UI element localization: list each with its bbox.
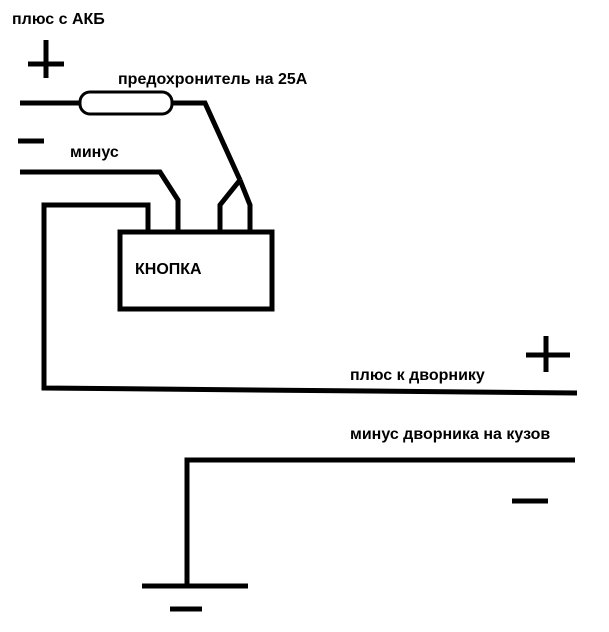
button-box: [117, 229, 275, 312]
fuse-to-button-terminal-a: [217, 178, 242, 230]
wiper-plus-wire: [41, 202, 578, 396]
fuse-to-button-terminal-b: [237, 179, 253, 230]
wiper-minus-label: минус дворника на кузов: [350, 426, 551, 443]
button-label: КНОПКА: [135, 261, 202, 278]
fuse-output-wire: [172, 100, 243, 182]
minus-label: минус: [70, 144, 119, 161]
fuse-label: предохронитель на 25А: [118, 71, 308, 88]
wiper-plus-label: плюс к дворнику: [350, 367, 485, 384]
battery-plus-label: плюс с АКБ: [12, 11, 105, 28]
wiper-minus-wire: [184, 457, 575, 585]
minus-wire: [20, 169, 181, 230]
wiper-plus-sign: [526, 336, 570, 372]
battery-plus-sign: [28, 40, 64, 78]
fuse-body: [78, 90, 174, 116]
